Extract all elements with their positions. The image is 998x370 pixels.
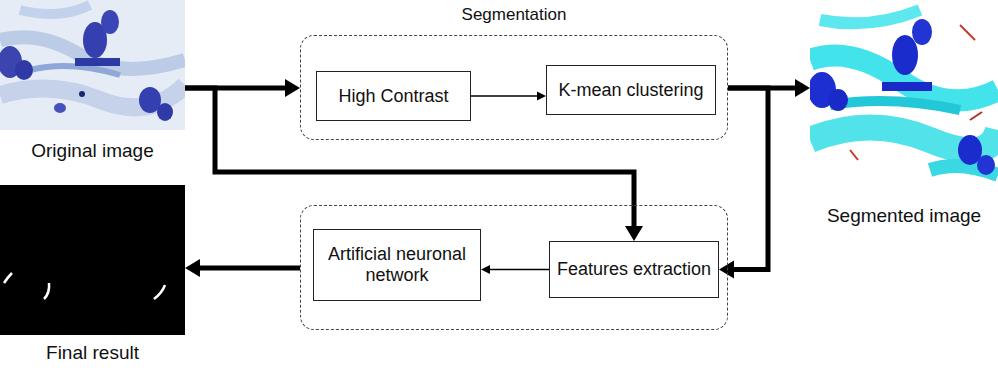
image-caption: Original image — [0, 140, 195, 162]
image-node: Final result — [0, 185, 185, 335]
flow-arrow — [185, 259, 300, 277]
process-box: Artificial neuronal network — [313, 229, 481, 301]
image-caption: Final result — [0, 342, 195, 364]
process-box: Features extraction — [549, 241, 719, 298]
flow-arrow — [719, 88, 768, 279]
arrow-head — [537, 92, 546, 101]
connector-line — [490, 269, 549, 271]
arrow-head — [285, 79, 300, 97]
image-caption: Segmented image — [800, 205, 998, 227]
segmented-photo — [810, 0, 998, 190]
process-box: K-mean clustering — [546, 65, 716, 115]
step-arrow — [481, 265, 549, 274]
box-label: Features extraction — [551, 259, 717, 280]
arrow-head — [795, 79, 810, 97]
box-label: Artificial neuronal network — [314, 244, 480, 286]
image-node: Segmented image — [810, 0, 998, 190]
microscope-photo — [0, 0, 185, 130]
connector-line — [728, 88, 768, 270]
arrow-head — [719, 261, 734, 279]
arrow-head — [185, 259, 200, 277]
process-box: High Contrast — [316, 71, 471, 121]
step-arrow — [471, 92, 546, 101]
image-node: Original image — [0, 0, 185, 130]
group-box: Artificial neuronal network Features extr… — [300, 205, 728, 330]
connector-line — [471, 95, 537, 97]
group-box: SegmentationHigh ContrastK-mean clusteri… — [300, 35, 728, 140]
arrow-head — [625, 226, 643, 241]
box-label: High Contrast — [332, 86, 454, 107]
box-label: K-mean clustering — [552, 80, 709, 101]
connector-line — [200, 266, 300, 271]
result-mask — [0, 185, 185, 335]
group-title: Segmentation — [301, 5, 727, 25]
arrow-head — [481, 265, 490, 274]
